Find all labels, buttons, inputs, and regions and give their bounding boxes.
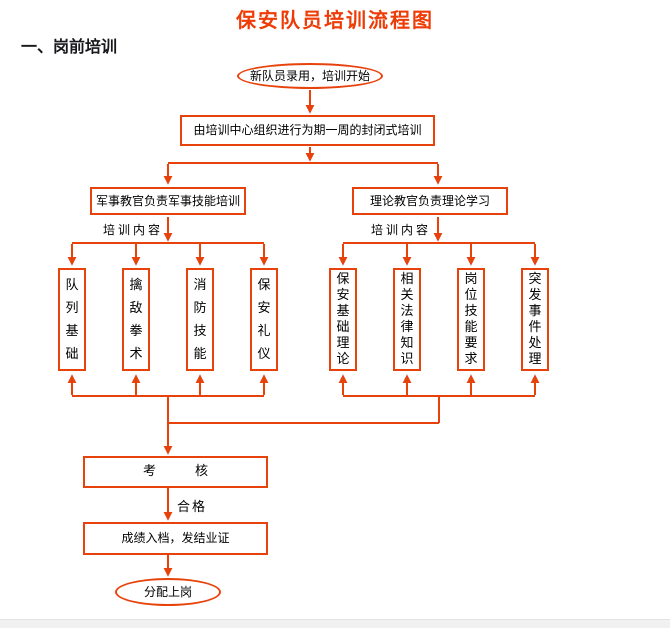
item-box-drill-basics: 队列基础 — [58, 268, 86, 371]
step-assessment: 考 核 — [83, 456, 268, 488]
item-box-emergency-handling: 突发事件处理 — [521, 268, 549, 371]
item-box-basic-theory: 保安基础理论 — [329, 268, 357, 371]
content-label-left: 培训内容 — [103, 223, 164, 237]
item-label: 岗位技能要求 — [464, 271, 478, 367]
item-label: 保安基础理论 — [336, 271, 350, 367]
branch-military-training: 军事教官负责军事技能培训 — [90, 187, 246, 215]
step-closed-training: 由培训中心组织进行为期一周的封闭式培训 — [180, 115, 435, 146]
item-box-legal-knowledge: 相关法律知识 — [393, 268, 421, 371]
item-label: 擒敌拳术 — [129, 277, 143, 362]
item-box-combat-boxing: 擒敌拳术 — [122, 268, 150, 371]
item-label: 消防技能 — [193, 277, 207, 362]
merge-to-assessment — [163, 396, 440, 455]
item-label: 保安礼仪 — [257, 277, 271, 362]
page-bottom-edge — [0, 619, 670, 628]
pass-label: 合格 — [177, 500, 208, 515]
right-items-top-connector — [338, 242, 540, 266]
item-box-security-etiquette: 保安礼仪 — [250, 268, 278, 371]
branch-theory-training: 理论教官负责理论学习 — [352, 187, 508, 215]
left-items-bottom-connector — [67, 374, 269, 397]
end-terminator: 分配上岗 — [115, 578, 221, 606]
left-items-top-connector — [67, 242, 269, 266]
start-label: 新队员录用，培训开始 — [249, 68, 370, 83]
section-heading: 一、岗前培训 — [21, 37, 118, 56]
item-label: 相关法律知识 — [400, 271, 414, 367]
archive-label: 成绩入档，发结业证 — [121, 531, 230, 545]
right-items-bottom-connector — [338, 374, 540, 397]
end-label: 分配上岗 — [143, 584, 192, 599]
item-label: 突发事件处理 — [528, 271, 542, 367]
item-label: 队列基础 — [65, 277, 79, 362]
page-title: 保安队员培训流程图 — [236, 8, 434, 32]
step-archive-certificate: 成绩入档，发结业证 — [83, 522, 268, 555]
content-label-right: 培训内容 — [371, 223, 432, 237]
start-terminator: 新队员录用，培训开始 — [237, 63, 383, 89]
item-box-post-skills: 岗位技能要求 — [457, 268, 485, 371]
step-closed-training-label: 由培训中心组织进行为期一周的封闭式培训 — [193, 123, 422, 137]
item-box-fire-skills: 消防技能 — [186, 268, 214, 371]
branch-theory-label: 理论教官负责理论学习 — [369, 193, 490, 208]
assessment-label: 考 核 — [142, 463, 208, 479]
branch-military-label: 军事教官负责军事技能培训 — [95, 193, 240, 208]
